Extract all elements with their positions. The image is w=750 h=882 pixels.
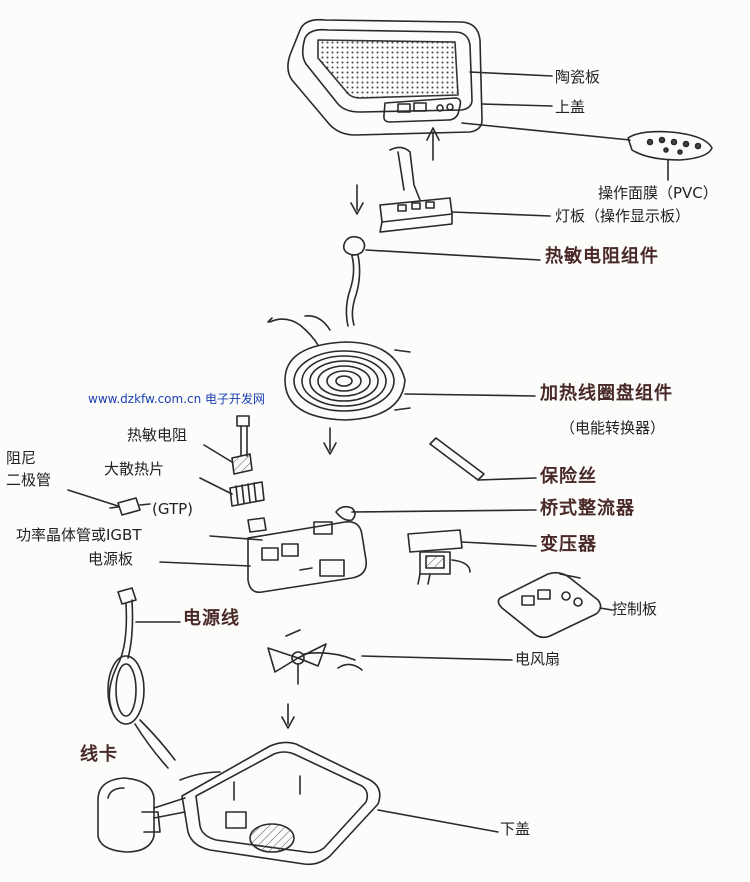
label-transformer: 变压器 (540, 534, 597, 555)
label-bottom-cover: 下盖 (500, 820, 531, 838)
arrow-up (426, 127, 440, 161)
watermark-text: www.dzkfw.com.cn 电子开发网 (88, 392, 266, 406)
fan-drawing (267, 629, 363, 685)
label-cord-clip: 线卡 (80, 744, 118, 765)
bottom-cover-drawing (179, 741, 381, 866)
label-top-cover: 上盖 (555, 98, 586, 116)
top-cover-drawing (287, 18, 483, 136)
label-thermistor-assembly: 热敏电阻组件 (545, 246, 659, 267)
fuse-drawing (429, 437, 537, 481)
label-damper-diode: 阻尼 二极管 (6, 449, 52, 489)
label-heating-coil-assembly: 加热线圈盘组件 (540, 383, 673, 404)
label-thermistor: 热敏电阻 (127, 426, 188, 444)
label-control-board: 控制板 (612, 600, 658, 618)
damper-diode-drawing (109, 497, 151, 516)
label-bridge-rectifier: 桥式整流器 (540, 498, 635, 519)
arrow-down-3 (281, 703, 295, 729)
label-heatsink: 大散热片 (104, 460, 165, 478)
thermistor-drawing (231, 415, 253, 475)
label-gtp: (GTP) (152, 500, 194, 518)
label-control-film: 操作面膜（PVC） (598, 184, 718, 202)
arrow-down-2 (323, 427, 337, 455)
arrow-down-1 (350, 184, 364, 215)
label-fan: 电风扇 (515, 650, 561, 668)
light-board-drawing (379, 146, 453, 233)
cord-clip-drawing (97, 777, 186, 853)
thermistor-assembly-drawing (342, 235, 366, 327)
label-heating-coil-sub: （电能转换器） (560, 419, 666, 437)
bridge-rectifier-drawing (335, 505, 537, 522)
heatsink-drawing (229, 481, 265, 507)
label-ceramic-plate: 陶瓷板 (555, 68, 601, 86)
control-board-drawing (497, 571, 613, 639)
power-board-drawing (247, 517, 368, 594)
pvc-film-drawing (627, 130, 713, 161)
heating-coil-drawing (267, 314, 411, 421)
label-igbt: 功率晶体管或IGBT (16, 526, 142, 544)
label-power-board: 电源板 (88, 550, 134, 568)
transformer-drawing (407, 529, 537, 585)
power-cord-drawing (107, 587, 176, 769)
label-light-board: 灯板（操作显示板） (555, 207, 691, 225)
label-power-cord: 电源线 (183, 608, 240, 629)
label-fuse: 保险丝 (540, 466, 597, 487)
